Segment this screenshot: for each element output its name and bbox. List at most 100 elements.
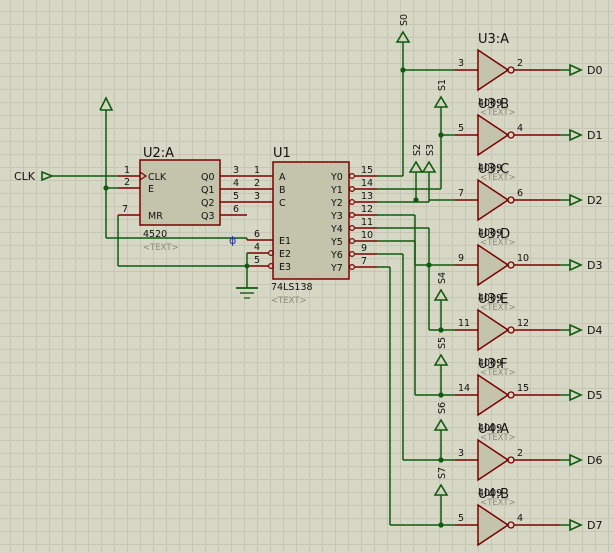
source-label-3: S3 xyxy=(425,144,436,156)
gate-in-num-1: 5 xyxy=(458,123,464,134)
gate-out-num-3: 10 xyxy=(517,253,529,264)
output-net-0: D0 xyxy=(587,64,602,77)
output-terminal-5[interactable] xyxy=(569,388,583,402)
u1-pin-e1-num: 6 xyxy=(254,229,260,240)
output-terminal-4[interactable] xyxy=(569,323,583,337)
u1-part: 74LS138 xyxy=(271,282,313,293)
u1-pin-e2-num: 4 xyxy=(254,242,260,253)
u2-pin-mr-name: MR xyxy=(148,211,163,222)
u1-pin-y6-num: 9 xyxy=(361,243,367,254)
inverter-gate-1[interactable] xyxy=(477,113,510,157)
inverter-gate-7[interactable] xyxy=(477,503,510,547)
inverter-gate-4[interactable] xyxy=(477,308,510,352)
u1-pin-y5-num: 10 xyxy=(361,230,373,241)
output-net-4: D4 xyxy=(587,324,602,337)
u1-pin-y5-name: Y5 xyxy=(330,237,343,248)
source-label-1: S1 xyxy=(437,79,448,91)
u1-pin-b-name: B xyxy=(279,185,286,196)
gate-out-num-7: 4 xyxy=(517,513,523,524)
output-terminal-2[interactable] xyxy=(569,193,583,207)
source-label-2: S2 xyxy=(412,144,423,156)
left-wiring: ɸ CLK xyxy=(14,96,258,299)
output-net-6: D6 xyxy=(587,454,602,467)
u1-pin-e1-name: E1 xyxy=(279,236,291,247)
u1-pin-y2-num: 13 xyxy=(361,191,373,202)
source-arrow-3[interactable] xyxy=(421,160,437,173)
u1-pin-y3-name: Y3 xyxy=(330,211,343,222)
u2-pin-q1-num: 4 xyxy=(233,178,239,189)
output-net-3: D3 xyxy=(587,259,602,272)
u1-pin-y2-name: Y2 xyxy=(330,198,343,209)
u2-pin-q3-num: 6 xyxy=(233,204,239,215)
gate-ref-4: U3:E xyxy=(478,292,508,307)
u1-pin-e2-bubble xyxy=(268,250,275,257)
output-terminal-7[interactable] xyxy=(569,518,583,532)
gate-text-0: <TEXT> xyxy=(480,108,516,118)
gate-out-num-6: 2 xyxy=(517,448,523,459)
output-terminal-0[interactable] xyxy=(569,63,583,77)
u2-clock-triangle xyxy=(139,170,148,182)
source-arrow-2[interactable] xyxy=(408,160,424,173)
u1-pin-e2-name: E2 xyxy=(279,249,291,260)
gate-out-num-2: 6 xyxy=(517,188,523,199)
u1-pin-y0-name: Y0 xyxy=(330,172,343,183)
output-terminal-1[interactable] xyxy=(569,128,583,142)
gate-part-1: 4009 xyxy=(478,163,502,174)
gate-in-num-5: 14 xyxy=(458,383,470,394)
inverter-gate-3[interactable] xyxy=(477,243,510,287)
output-terminal-6[interactable] xyxy=(569,453,583,467)
gate-text-1: <TEXT> xyxy=(480,173,516,183)
source-label-0: S0 xyxy=(399,14,410,26)
u2-pin-q3-name: Q3 xyxy=(201,211,215,222)
u1-pin-y0-num: 15 xyxy=(361,165,373,176)
source-arrow-0[interactable] xyxy=(395,30,411,43)
gate-in-num-6: 3 xyxy=(458,448,464,459)
gate-out-num-1: 4 xyxy=(517,123,523,134)
output-net-2: D2 xyxy=(587,194,602,207)
gate-ref-5: U3:F xyxy=(478,357,508,372)
vcc-source-arrow xyxy=(99,96,114,111)
u2-body[interactable] xyxy=(139,159,221,226)
inverter-gate-5[interactable] xyxy=(477,373,510,417)
output-net-5: D5 xyxy=(587,389,602,402)
gate-part-5: 4009 xyxy=(478,423,502,434)
gate-in-num-7: 5 xyxy=(458,513,464,524)
u1-pin-y7-name: Y7 xyxy=(330,263,343,274)
gate-ref-0: U3:A xyxy=(478,32,509,47)
gate-in-num-4: 11 xyxy=(458,318,470,329)
source-arrow-1[interactable] xyxy=(433,95,449,108)
inverter-gate-2[interactable] xyxy=(477,178,510,222)
u1-pin-y7-num: 7 xyxy=(361,256,367,267)
source-arrow-4[interactable] xyxy=(433,288,449,301)
output-terminal-3[interactable] xyxy=(569,258,583,272)
source-arrow-5[interactable] xyxy=(433,353,449,366)
gate-text-6: <TEXT> xyxy=(480,498,516,508)
gate-ref-6: U4:A xyxy=(478,422,509,437)
inverter-gate-6[interactable] xyxy=(477,438,510,482)
inverter-gate-0[interactable] xyxy=(477,48,510,92)
u2-counter[interactable]: U2:A 4520 <TEXT> CLK 1 E 2 MR 7 Q0 3 Q1 … xyxy=(118,146,247,253)
u1-decoder[interactable]: U1 74LS138 <TEXT> A 1 B 2 C 3 E1 6 E2 4 … xyxy=(247,146,377,306)
u2-ref: U2:A xyxy=(143,146,174,161)
svg-text:ɸ: ɸ xyxy=(229,234,236,247)
u1-pin-c-num: 3 xyxy=(254,191,260,202)
u2-pin-e-name: E xyxy=(148,184,154,195)
u2-text-placeholder: <TEXT> xyxy=(143,243,179,253)
gate-part-0: 4009 xyxy=(478,98,502,109)
u1-body[interactable] xyxy=(272,161,350,280)
u1-output-pins: Y0 15 Y1 14 Y2 13 Y3 12 Y4 11 Y5 10 Y6 9… xyxy=(330,165,377,274)
gate-in-num-3: 9 xyxy=(458,253,464,264)
gate-ref-1: U3:B xyxy=(478,97,509,112)
source-arrow-6[interactable] xyxy=(433,418,449,431)
gate-out-num-5: 15 xyxy=(517,383,529,394)
gate-out-num-0: 2 xyxy=(517,58,523,69)
u1-pin-y6-name: Y6 xyxy=(330,250,343,261)
source-arrow-7[interactable] xyxy=(433,483,449,496)
u1-pin-y1-name: Y1 xyxy=(330,185,343,196)
u1-pin-a-name: A xyxy=(279,172,286,183)
gate-in-num-2: 7 xyxy=(458,188,464,199)
clk-label: CLK xyxy=(14,170,36,183)
